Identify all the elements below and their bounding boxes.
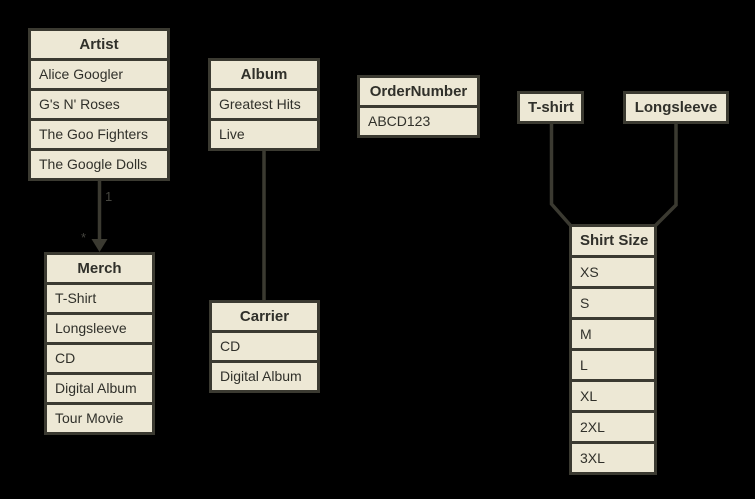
- carrier-table-title: Carrier: [212, 303, 317, 330]
- album-row: Live: [211, 121, 317, 148]
- merch-row: CD: [47, 345, 152, 372]
- album-table: Album Greatest Hits Live: [208, 58, 320, 151]
- merch-table: Merch T-Shirt Longsleeve CD Digital Albu…: [44, 252, 155, 435]
- shirtsize-row: 2XL: [572, 413, 654, 441]
- carrier-row: CD: [212, 333, 317, 360]
- tshirt-node-title: T-shirt: [520, 94, 581, 121]
- ordernumber-table: OrderNumber ABCD123: [357, 75, 480, 138]
- longsleeve-node: Longsleeve: [623, 91, 729, 124]
- ordernumber-row: ABCD123: [360, 108, 477, 135]
- longsleeve-node-title: Longsleeve: [626, 94, 726, 121]
- artist-row: The Goo Fighters: [31, 121, 167, 148]
- shirtsize-row: L: [572, 351, 654, 379]
- multiplicity-label-star: *: [81, 230, 86, 245]
- shirtsize-table-title: Shirt Size: [572, 227, 654, 255]
- shirtsize-row: XS: [572, 258, 654, 286]
- multiplicity-label-one: 1: [105, 189, 112, 204]
- artist-table-title: Artist: [31, 31, 167, 58]
- tshirt-node: T-shirt: [517, 91, 584, 124]
- carrier-table: Carrier CD Digital Album: [209, 300, 320, 393]
- arrowhead-icon: [91, 239, 108, 252]
- artist-table: Artist Alice Googler G's N' Roses The Go…: [28, 28, 170, 181]
- album-table-title: Album: [211, 61, 317, 88]
- album-row: Greatest Hits: [211, 91, 317, 118]
- shirtsize-row: 3XL: [572, 444, 654, 472]
- artist-row: G's N' Roses: [31, 91, 167, 118]
- ordernumber-table-title: OrderNumber: [360, 78, 477, 105]
- artist-row: The Google Dolls: [31, 151, 167, 178]
- connector-longsleeve-shirtsize: [653, 122, 678, 228]
- shirtsize-row: S: [572, 289, 654, 317]
- merch-row: T-Shirt: [47, 285, 152, 312]
- merch-table-title: Merch: [47, 255, 152, 282]
- shirtsize-table: Shirt Size XS S M L XL 2XL 3XL: [569, 224, 657, 475]
- shirtsize-row: M: [572, 320, 654, 348]
- merch-row: Longsleeve: [47, 315, 152, 342]
- carrier-row: Digital Album: [212, 363, 317, 390]
- shirtsize-row: XL: [572, 382, 654, 410]
- artist-row: Alice Googler: [31, 61, 167, 88]
- merch-row: Tour Movie: [47, 405, 152, 432]
- merch-row: Digital Album: [47, 375, 152, 402]
- connector-tshirt-shirtsize: [549, 122, 573, 228]
